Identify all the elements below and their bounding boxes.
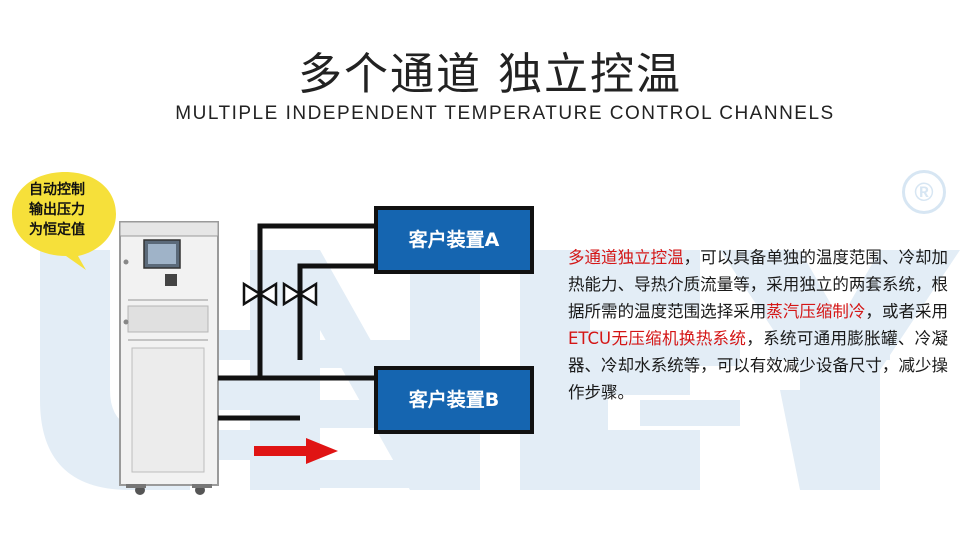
bubble-line: 自动控制	[29, 182, 85, 198]
emergency-button	[165, 274, 177, 286]
body-text: ，或者采用	[865, 302, 949, 321]
page-subtitle: MULTIPLE INDEPENDENT TEMPERATURE CONTROL…	[175, 103, 835, 124]
device-b: 客户装置B	[374, 366, 534, 434]
body-text: ，系统可通用膨胀罐、冷凝器、冷却水系统等，可以有效减少设备尺寸，减少操作步骤。	[568, 329, 949, 402]
registered-mark: ®	[902, 170, 946, 214]
valve-icon	[242, 281, 278, 307]
description-text: 多通道独立控温，可以具备单独的温度范围、冷却加热能力、导热介质流量等，采用独立的…	[568, 244, 948, 406]
speech-bubble	[12, 172, 116, 270]
bubble-line: 输出压力	[29, 202, 85, 218]
bubble-line: 为恒定值	[29, 222, 85, 238]
highlight-text: 蒸汽压缩制冷	[766, 302, 866, 321]
valve-icon	[282, 281, 318, 307]
bubble-text: 自动控制 输出压力 为恒定值	[14, 180, 100, 240]
flow-arrow-icon	[254, 438, 338, 464]
body-text: ，可以具备单独的温度范围、冷却加热能力、导热介质流量等，采用独立的两套系统，根据…	[568, 248, 949, 321]
highlight-text: 多通道独立控温	[568, 248, 684, 267]
page-title: 多个通道 独立控温	[298, 49, 682, 100]
temperature-control-unit	[119, 221, 219, 495]
highlight-text: ETCU无压缩机换热系统	[568, 329, 747, 348]
device-a: 客户装置A	[374, 206, 534, 274]
